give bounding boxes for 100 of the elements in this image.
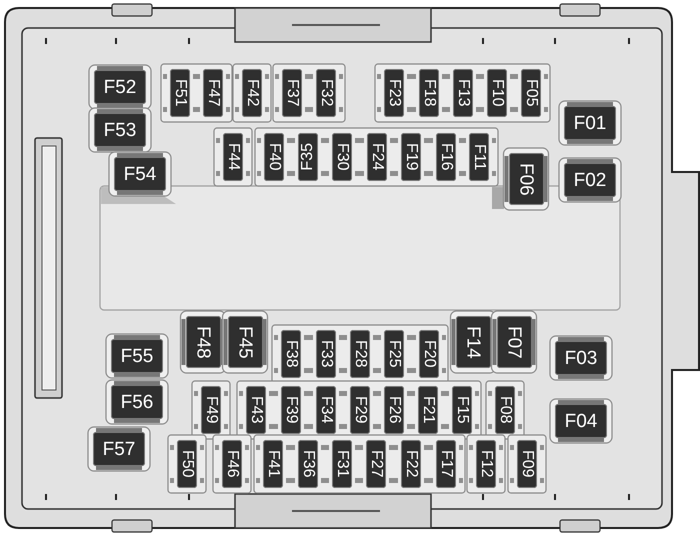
fuse-label: F30	[334, 143, 350, 171]
fuse	[517, 440, 537, 488]
fuse-label: F55	[120, 346, 154, 366]
fuse	[555, 404, 607, 438]
fuse	[401, 133, 421, 181]
fuse	[114, 157, 166, 191]
fuse-label: F34	[318, 396, 334, 424]
fuse	[201, 386, 221, 434]
fuse-label: F09	[519, 450, 535, 478]
fuse-label: F21	[420, 396, 436, 424]
fuse	[564, 106, 616, 140]
fuse-label: F43	[248, 396, 264, 424]
fuse-label: F41	[265, 450, 281, 478]
fuse-label: F42	[244, 79, 260, 107]
fuse-label: F49	[203, 396, 219, 424]
fuse-label: F56	[120, 392, 154, 412]
fuse-label: F37	[284, 79, 300, 107]
fuse-label: F28	[352, 340, 368, 368]
fuse-label: F17	[438, 450, 454, 478]
fuse	[521, 69, 541, 117]
fuse-label: F25	[386, 340, 402, 368]
fuse-label: F01	[574, 114, 606, 132]
fuse	[419, 69, 439, 117]
fuse	[384, 386, 404, 434]
fuse-label: F06	[516, 162, 536, 196]
fuse	[94, 70, 146, 104]
fuse	[282, 69, 302, 117]
fuse-label: F15	[454, 396, 470, 424]
fuse	[495, 386, 515, 434]
fuse	[496, 316, 532, 368]
fuse	[564, 163, 616, 197]
fuse-label: F50	[179, 450, 195, 478]
fuse-label: F22	[403, 450, 419, 478]
fuse	[93, 432, 145, 466]
fuse-label: F10	[489, 79, 505, 107]
fuse	[298, 133, 318, 181]
fuse-label: F52	[104, 78, 136, 96]
fuse-label: F24	[369, 143, 385, 171]
fuse-label: F02	[574, 170, 606, 190]
fuse	[366, 440, 386, 488]
fuse	[456, 316, 490, 368]
fuse-label: F27	[368, 450, 384, 478]
fuse-label: F20	[421, 340, 437, 368]
fuse-label: F04	[564, 412, 598, 430]
fuse-label: F18	[421, 79, 437, 107]
fuse	[418, 386, 438, 434]
fuse-label: F47	[205, 79, 221, 107]
fuse-label: F32	[318, 79, 334, 107]
fuse-label: F38	[283, 340, 299, 368]
fuse-label: F05	[523, 79, 539, 107]
fuse	[316, 69, 336, 117]
fuse	[222, 440, 242, 488]
fuse	[242, 69, 262, 117]
fuse-label: F13	[455, 79, 471, 107]
fuse-label: F29	[352, 396, 368, 424]
fuse	[94, 113, 146, 147]
fuse	[469, 133, 489, 181]
fuse	[452, 386, 472, 434]
fuse	[367, 133, 387, 181]
fuse-label: F54	[124, 164, 156, 184]
fuse	[223, 133, 243, 181]
fuse	[508, 153, 544, 205]
fuse	[453, 69, 473, 117]
fuse	[186, 316, 220, 368]
fuse-label: F19	[403, 143, 419, 171]
fuse	[170, 69, 190, 117]
fuse	[476, 440, 496, 488]
fuse	[350, 330, 370, 378]
fuse-label: F57	[102, 440, 136, 458]
fuse	[316, 330, 336, 378]
fuse	[436, 440, 456, 488]
fuse-label: F11	[471, 144, 487, 170]
fuse	[246, 386, 266, 434]
fuse	[487, 69, 507, 117]
fuse	[177, 440, 197, 488]
fuse-label: F46	[224, 450, 240, 478]
fuse-label: F48	[194, 326, 212, 358]
fuse-label: F26	[386, 396, 402, 424]
fuse	[111, 385, 163, 419]
fuse-label: F08	[497, 396, 513, 424]
fuse-label: F40	[266, 143, 282, 171]
fuse	[298, 440, 318, 488]
fuse-label: F33	[318, 340, 334, 368]
fuse	[401, 440, 421, 488]
fuse-label: F14	[464, 326, 482, 358]
fuse-label: F35	[300, 143, 316, 171]
fuse	[281, 386, 301, 434]
fuse-label: F44	[225, 143, 241, 171]
fuse-label: F12	[478, 450, 494, 478]
fuse-label: F23	[386, 79, 402, 107]
fuse-label: F45	[236, 326, 254, 358]
fuse-label: F36	[300, 450, 316, 478]
fuse	[436, 133, 456, 181]
fuse	[281, 330, 301, 378]
fuse-label: F03	[564, 348, 598, 368]
fuse-label: F16	[438, 143, 454, 171]
fuse	[263, 440, 283, 488]
fuse-label: F31	[334, 450, 350, 478]
fuse	[384, 330, 404, 378]
fuse	[203, 69, 223, 117]
